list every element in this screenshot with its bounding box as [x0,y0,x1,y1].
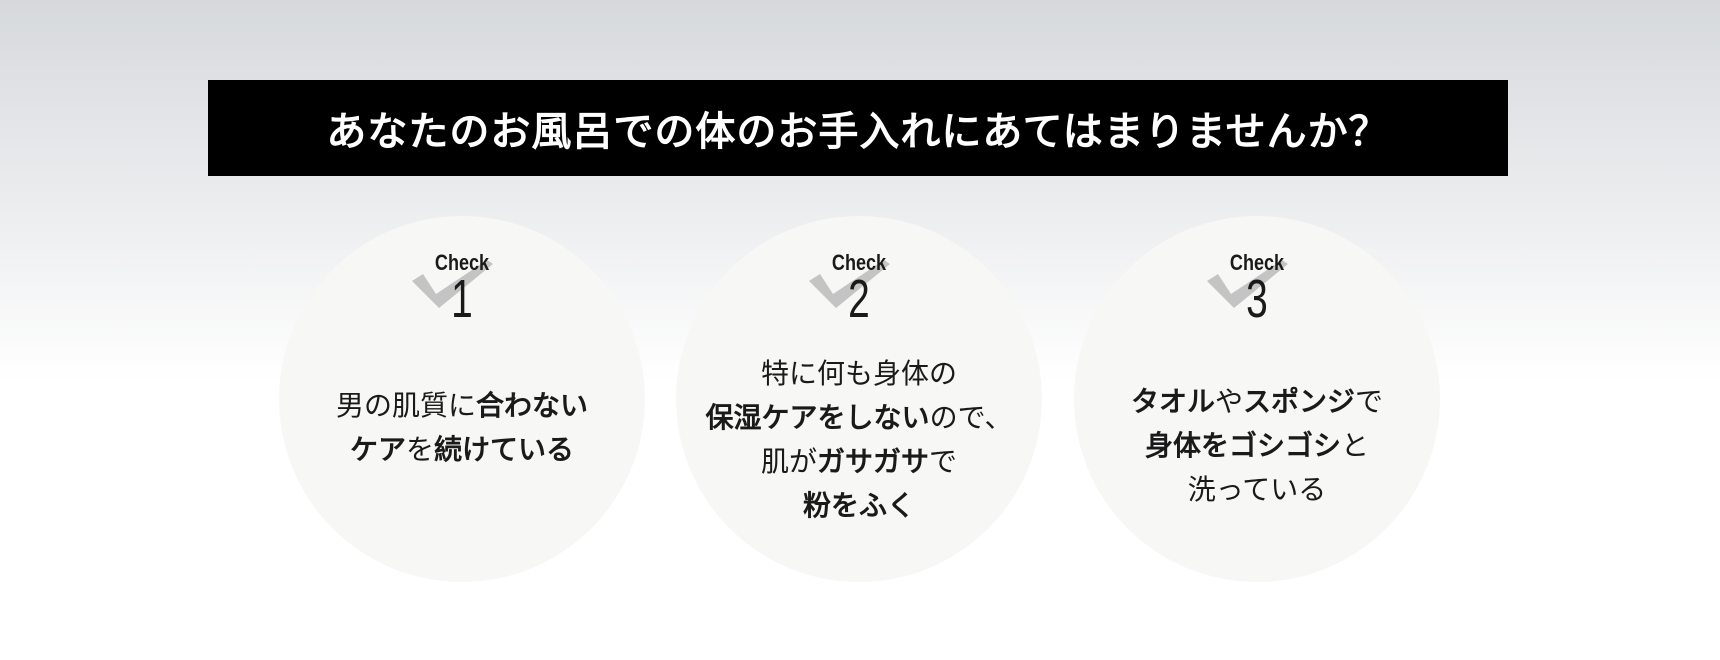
text-segment: で [1355,385,1384,418]
check-mark-icon [412,260,493,308]
text-segment-bold: ガサガサ [816,445,929,478]
check-card-3: Check 3 タオルやスポンジで 身体をゴシゴシと 洗っている [1074,216,1440,582]
text-line: 男の肌質に合わない [279,384,645,428]
check-label: Check [1229,250,1285,275]
check-text: 男の肌質に合わない ケアを続けている [279,384,645,472]
text-line: 洗っている [1074,468,1440,512]
text-line: 粉をふく [676,484,1042,528]
text-line: 保湿ケアをしないので、 [676,396,1042,440]
text-line: タオルやスポンジで [1074,380,1440,424]
check-mark-icon [809,260,890,308]
check-label: Check [831,250,887,275]
check-text: 特に何も身体の 保湿ケアをしないので、 肌がガサガサで 粉をふく [676,352,1042,528]
text-segment: 特に何も身体の [760,357,957,390]
text-segment: 男の肌質に [335,389,476,422]
text-segment-bold: 保湿ケアをしない [705,401,930,434]
check-number: 2 [848,269,870,329]
text-segment-bold: スポンジ [1243,385,1356,418]
check-number: 1 [451,269,473,329]
text-segment: と [1341,429,1370,462]
check-card-1: Check 1 男の肌質に合わない ケアを続けている [279,216,645,582]
text-segment-bold: 身体をゴシゴシ [1144,429,1341,462]
text-segment-bold: タオル [1130,385,1215,418]
check-mark-icon [1207,260,1288,308]
text-segment-bold: 粉をふく [802,489,915,522]
text-segment-bold: 合わない [476,389,589,422]
check-card-2: Check 2 特に何も身体の 保湿ケアをしないので、 肌がガサガサで 粉をふく [676,216,1042,582]
text-line: 特に何も身体の [676,352,1042,396]
text-segment-bold: ケア [349,433,406,466]
text-segment-bold: 続けている [434,433,575,466]
text-line: ケアを続けている [279,428,645,472]
text-segment: 肌が [760,445,817,478]
check-number: 3 [1246,269,1268,329]
text-line: 肌がガサガサで [676,440,1042,484]
banner-title: あなたのお風呂での体のお手入れにあてはまりませんか？ [326,109,1390,155]
check-text: タオルやスポンジで 身体をゴシゴシと 洗っている [1074,380,1440,512]
text-segment: ので、 [929,401,1013,434]
text-segment: を [405,433,434,466]
check-label: Check [434,250,490,275]
text-segment: で [929,445,958,478]
text-line: 身体をゴシゴシと [1074,424,1440,468]
header-banner: あなたのお風呂での体のお手入れにあてはまりませんか？ [208,80,1508,176]
text-segment: や [1214,385,1243,418]
text-segment: 洗っている [1187,473,1327,506]
